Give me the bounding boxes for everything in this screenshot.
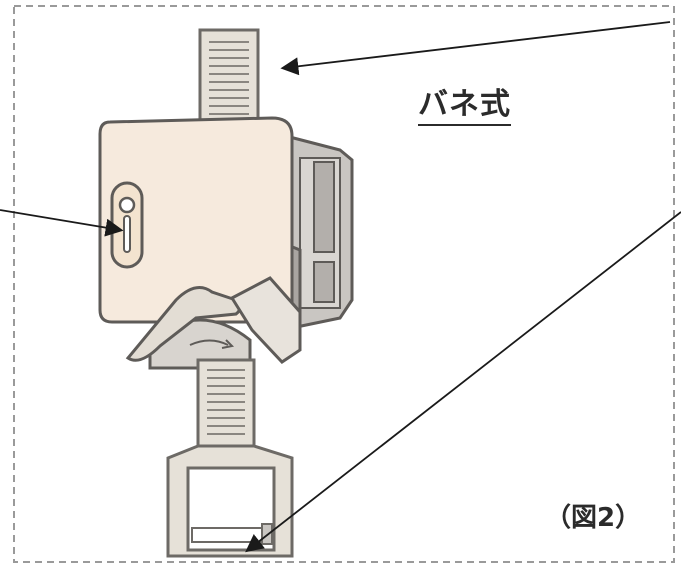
arrow-to-lock-slot bbox=[0, 209, 124, 237]
dashed-frame bbox=[13, 5, 675, 563]
strap-end-frame bbox=[166, 444, 294, 558]
release-lever bbox=[125, 276, 302, 370]
leader-arrows bbox=[0, 21, 681, 553]
upper-strap bbox=[198, 28, 260, 132]
arrow-to-strap-end bbox=[245, 211, 681, 553]
arrow-to-upper-strap bbox=[280, 21, 671, 76]
type-label: バネ式 bbox=[418, 88, 511, 126]
lower-strap bbox=[196, 358, 256, 450]
figure-label: （図2） bbox=[545, 503, 642, 533]
main-housing bbox=[98, 116, 294, 324]
